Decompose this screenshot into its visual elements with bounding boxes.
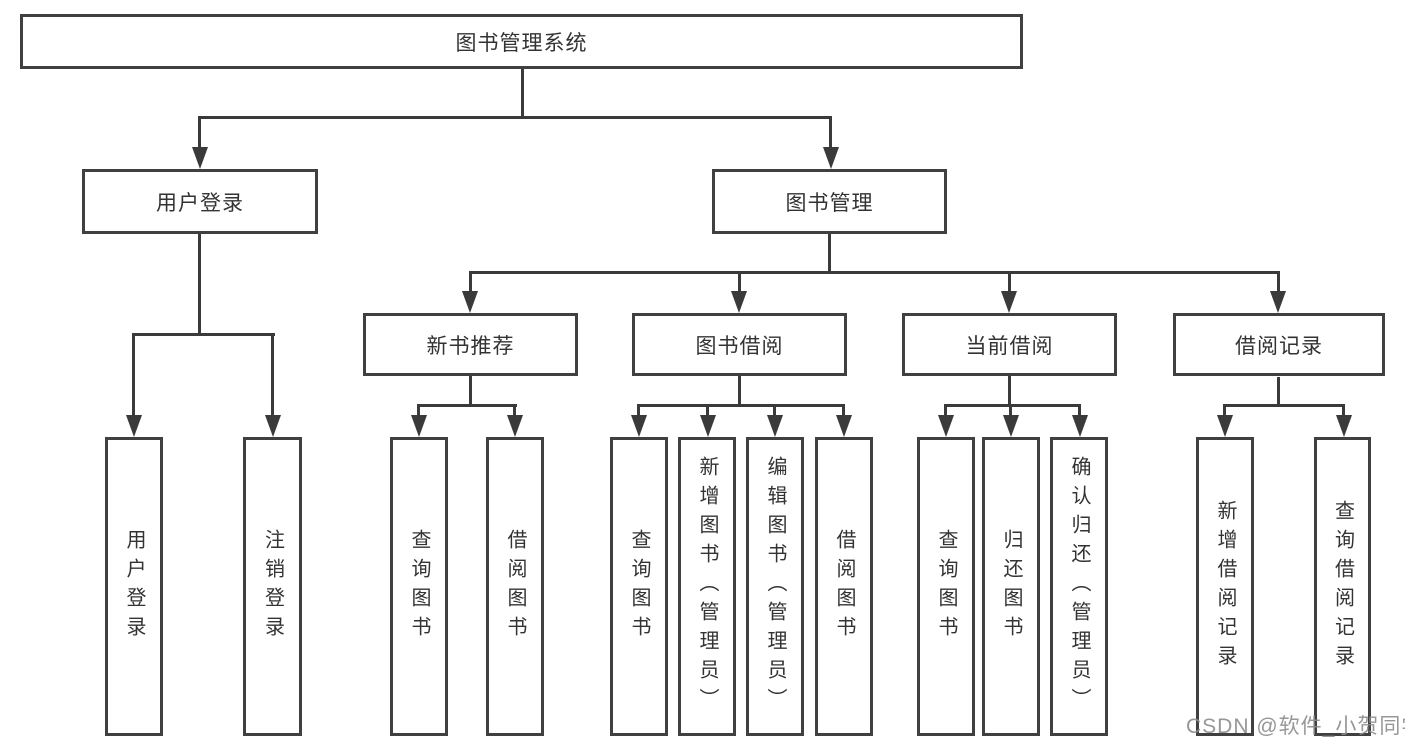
- connector-line: [1008, 271, 1011, 292]
- leaf-cb-return-book-label: 归还图书: [1000, 528, 1022, 645]
- leaf-bb-add-book-admin-label: 新增图书（管理员）: [696, 456, 718, 717]
- connector-line: [637, 404, 845, 407]
- arrowhead-down-icon: [507, 415, 523, 437]
- node-system-root-label: 图书管理系统: [455, 31, 588, 55]
- connector-line: [469, 376, 472, 407]
- csdn-watermark: CSDN @软件_小贺同学: [1186, 715, 1405, 738]
- leaf-br-add-record: 新增借阅记录: [1196, 437, 1254, 736]
- connector-line: [132, 333, 135, 415]
- leaf-logout-login: 注销登录: [243, 437, 302, 736]
- node-book-management: 图书管理: [712, 169, 947, 234]
- connector-line: [513, 404, 516, 416]
- connector-line: [417, 404, 517, 407]
- node-book-borrow-label: 图书借阅: [695, 334, 784, 358]
- connector-line: [271, 333, 274, 415]
- leaf-nbr-query-book-label: 查询图书: [408, 528, 430, 645]
- leaf-cb-query-book: 查询图书: [917, 437, 975, 736]
- leaf-cb-confirm-return-admin-label: 确认归还（管理员）: [1068, 456, 1090, 717]
- arrowhead-down-icon: [767, 415, 783, 437]
- leaf-user-login: 用户登录: [105, 437, 163, 736]
- arrowhead-down-icon: [1072, 415, 1088, 437]
- connector-line: [1277, 377, 1280, 407]
- arrowhead-down-icon: [1270, 291, 1286, 313]
- connector-line: [738, 376, 741, 407]
- node-current-borrow-label: 当前借阅: [965, 334, 1054, 358]
- connector-line: [1342, 404, 1345, 416]
- node-user-login: 用户登录: [82, 169, 318, 234]
- connector-line: [198, 116, 832, 119]
- leaf-nbr-query-book: 查询图书: [390, 437, 448, 736]
- leaf-bb-query-book-label: 查询图书: [628, 528, 650, 645]
- arrowhead-down-icon: [1336, 415, 1352, 437]
- connector-line: [829, 116, 832, 148]
- connector-line: [1277, 271, 1280, 292]
- connector-line: [521, 68, 524, 118]
- connector-line: [706, 404, 709, 416]
- arrowhead-down-icon: [1217, 415, 1233, 437]
- connector-line: [1078, 404, 1081, 416]
- connector-line: [132, 333, 275, 336]
- node-system-root: 图书管理系统: [20, 14, 1023, 69]
- arrowhead-down-icon: [411, 415, 427, 437]
- connector-line: [842, 404, 845, 416]
- arrowhead-down-icon: [192, 147, 208, 169]
- connector-line: [198, 234, 201, 335]
- leaf-br-query-record-label: 查询借阅记录: [1331, 499, 1354, 674]
- leaf-nbr-borrow-book: 借阅图书: [486, 437, 544, 736]
- node-current-borrow: 当前借阅: [902, 313, 1117, 376]
- connector-line: [1009, 404, 1012, 416]
- leaf-bb-edit-book-admin: 编辑图书（管理员）: [746, 437, 804, 736]
- connector-line: [469, 271, 472, 292]
- arrowhead-down-icon: [938, 415, 954, 437]
- arrowhead-down-icon: [1003, 415, 1019, 437]
- arrowhead-down-icon: [823, 147, 839, 169]
- node-new-book-recommend-label: 新书推荐: [426, 334, 515, 358]
- leaf-cb-query-book-label: 查询图书: [935, 528, 957, 645]
- node-borrow-records-label: 借阅记录: [1235, 334, 1323, 358]
- connector-line: [944, 404, 1081, 407]
- leaf-bb-query-book: 查询图书: [610, 437, 668, 736]
- connector-line: [198, 116, 201, 148]
- connector-line: [738, 271, 741, 292]
- connector-line: [417, 404, 420, 416]
- leaf-bb-borrow-book: 借阅图书: [815, 437, 873, 736]
- node-borrow-records: 借阅记录: [1173, 313, 1385, 376]
- arrowhead-down-icon: [731, 291, 747, 313]
- leaf-br-add-record-label: 新增借阅记录: [1214, 499, 1236, 674]
- leaf-logout-login-label: 注销登录: [261, 528, 284, 645]
- leaf-bb-add-book-admin: 新增图书（管理员）: [678, 437, 736, 736]
- arrowhead-down-icon: [836, 415, 852, 437]
- connector-line: [773, 404, 776, 416]
- connector-line: [828, 233, 831, 274]
- node-book-borrow: 图书借阅: [632, 313, 847, 376]
- arrowhead-down-icon: [126, 415, 142, 437]
- leaf-cb-return-book: 归还图书: [982, 437, 1040, 736]
- leaf-user-login-label: 用户登录: [123, 528, 145, 645]
- connector-line: [944, 404, 947, 416]
- node-new-book-recommend: 新书推荐: [363, 313, 578, 376]
- node-user-login-label: 用户登录: [156, 191, 244, 215]
- leaf-br-query-record: 查询借阅记录: [1314, 437, 1371, 736]
- leaf-bb-edit-book-admin-label: 编辑图书（管理员）: [764, 456, 786, 717]
- arrowhead-down-icon: [700, 415, 716, 437]
- leaf-bb-borrow-book-label: 借阅图书: [833, 528, 855, 645]
- connector-line: [637, 404, 640, 416]
- connector-line: [1223, 404, 1226, 416]
- leaf-nbr-borrow-book-label: 借阅图书: [504, 528, 526, 645]
- connector-line: [1008, 376, 1011, 407]
- connector-line: [1223, 404, 1345, 407]
- arrowhead-down-icon: [462, 291, 478, 313]
- connector-line: [469, 271, 1280, 274]
- leaf-cb-confirm-return-admin: 确认归还（管理员）: [1050, 437, 1108, 736]
- arrowhead-down-icon: [265, 415, 281, 437]
- arrowhead-down-icon: [1001, 291, 1017, 313]
- arrowhead-down-icon: [631, 415, 647, 437]
- node-book-management-label: 图书管理: [785, 191, 874, 215]
